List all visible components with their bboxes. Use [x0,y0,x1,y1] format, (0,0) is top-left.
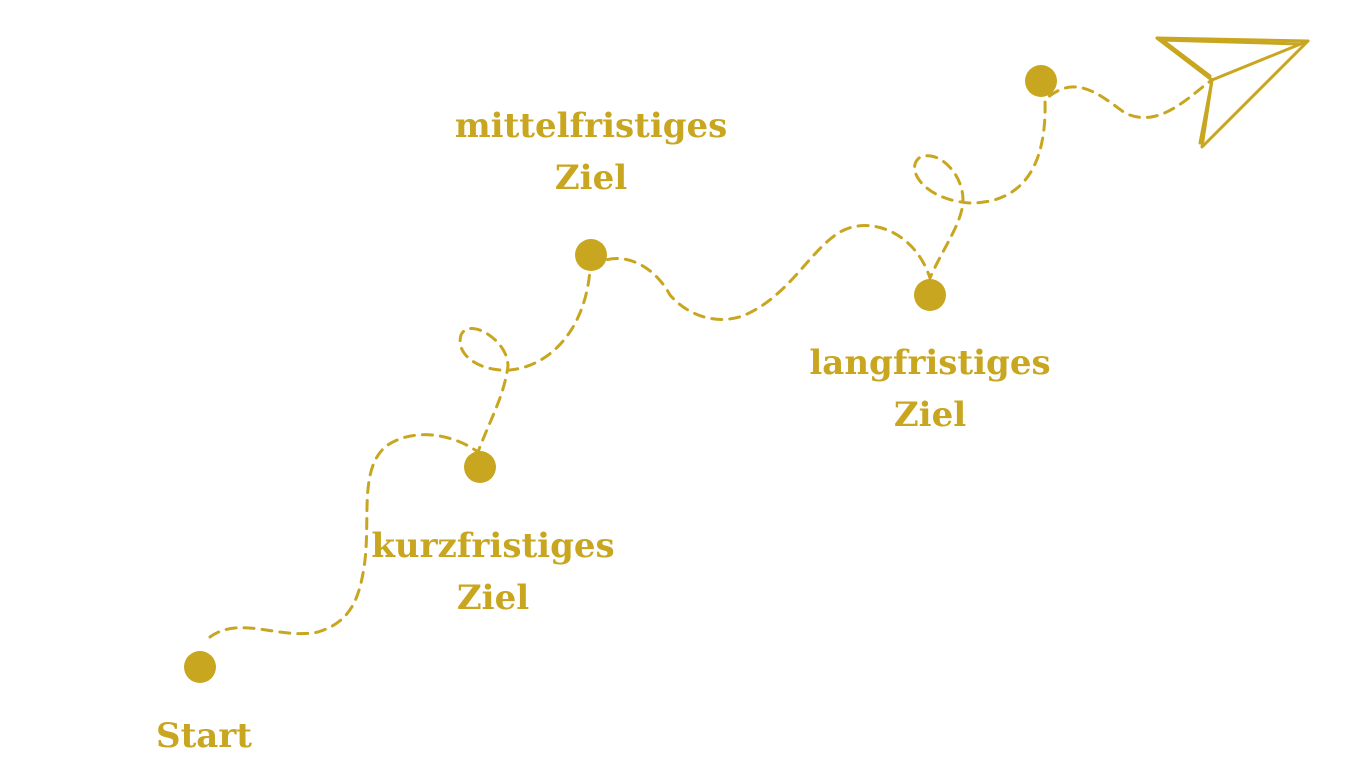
milestone-label-line: Ziel [893,395,967,435]
milestone-label-long-term: langfristiges Ziel [809,337,1050,441]
milestone-label-mid-term: mittelfristiges Ziel [455,100,728,204]
milestone-dot-start [184,651,216,683]
milestone-dot-final [1025,65,1057,97]
milestone-label-line: langfristiges [809,343,1051,383]
dashed-journey-path [208,78,1214,639]
milestone-label-line: Start [156,716,252,756]
milestone-label-line: Ziel [456,578,530,618]
milestone-label-line: kurzfristiges [371,526,615,566]
milestone-label-start: Start [156,710,252,762]
milestone-dot-long-term [914,279,946,311]
milestone-label-short-term: kurzfristiges Ziel [371,520,614,624]
milestone-dot-mid-term [575,239,607,271]
paper-plane-icon [1155,36,1310,149]
milestone-label-line: Ziel [554,158,628,198]
milestone-dot-short-term [464,451,496,483]
milestone-label-line: mittelfristiges [454,106,728,146]
